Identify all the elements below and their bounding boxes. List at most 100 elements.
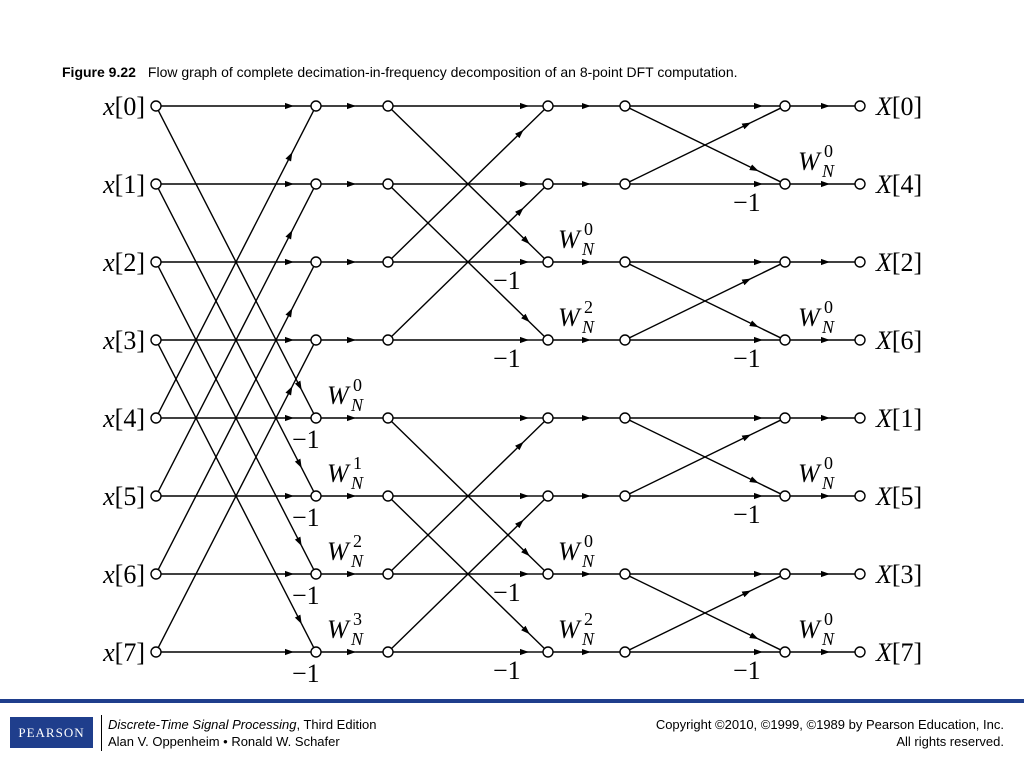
rights-text: All rights reserved. — [896, 734, 1004, 749]
stage1-twiddle-1-sub: N — [350, 473, 364, 493]
figure-label: Figure 9.22 — [62, 64, 136, 80]
stage1-down-3 — [157, 344, 302, 625]
stage1-twiddle-2-sub: N — [350, 551, 364, 571]
node-c6-r7 — [854, 646, 866, 658]
node-c2-r7 — [382, 646, 394, 658]
stage2-neg-one-3: −1 — [493, 656, 521, 685]
stage2-twiddle-0-exp: 0 — [584, 219, 593, 239]
stage1-twiddle-2-base: W — [327, 537, 351, 566]
node-c3-r1 — [542, 178, 554, 190]
stage3-neg-one-0: −1 — [733, 188, 761, 217]
node-c4-r6 — [619, 568, 631, 580]
stage2-up-3-tail — [522, 186, 545, 209]
stage1-down-0-tail — [300, 388, 315, 414]
node-c2-r3 — [382, 334, 394, 346]
node-c2-r6 — [382, 568, 394, 580]
node-c1-r4 — [310, 412, 322, 424]
figure-caption: Figure 9.22 Flow graph of complete decima… — [62, 64, 738, 80]
stage3-twiddle-0-exp: 0 — [824, 141, 833, 161]
stage2-down-1 — [391, 186, 530, 323]
stage2-up-6-tail — [522, 420, 545, 443]
flow-labels: x[0]x[1]x[2]x[3]x[4]x[5]x[6]x[7]X[0]X[4]… — [102, 92, 922, 688]
stage3-down-6-tail — [757, 638, 781, 651]
stage2-neg-one-2: −1 — [493, 578, 521, 607]
node-c0-r4 — [150, 412, 162, 424]
stage3-up-5-tail — [749, 419, 781, 436]
stage2-twiddle-1-sub: N — [581, 317, 595, 337]
book-title: Discrete-Time Signal Processing — [108, 717, 297, 732]
stage2-twiddle-3-base: W — [558, 615, 582, 644]
node-c5-r0 — [779, 100, 791, 112]
output-label-2: X[2] — [875, 248, 922, 277]
caption-text: Flow graph of complete decimation-in-fre… — [147, 64, 738, 80]
node-c2-r2 — [382, 256, 394, 268]
stage1-twiddle-3-base: W — [327, 615, 351, 644]
stage2-down-5-tail — [528, 633, 545, 650]
stage2-down-1-tail — [528, 321, 545, 338]
node-c2-r0 — [382, 100, 394, 112]
stage3-twiddle-2-sub: N — [821, 473, 835, 493]
stage2-twiddle-0-base: W — [558, 225, 582, 254]
stage2-up-2-tail — [522, 108, 545, 131]
stage1-twiddle-1-base: W — [327, 459, 351, 488]
book-info: Discrete-Time Signal Processing, Third E… — [108, 716, 376, 750]
output-label-1: X[4] — [875, 170, 922, 199]
node-c6-r3 — [854, 334, 866, 346]
stage1-neg-one-2: −1 — [292, 581, 320, 610]
node-c6-r5 — [854, 490, 866, 502]
stage1-neg-one-3: −1 — [292, 659, 320, 688]
node-c1-r1 — [310, 178, 322, 190]
stage3-down-4-tail — [757, 482, 781, 495]
stage3-up-7 — [629, 590, 752, 651]
node-c1-r6 — [310, 568, 322, 580]
stage3-down-0 — [629, 107, 759, 172]
stage3-twiddle-3-sub: N — [821, 629, 835, 649]
stage1-down-1 — [157, 188, 302, 469]
stage3-twiddle-1-base: W — [798, 303, 822, 332]
node-c4-r7 — [619, 646, 631, 658]
stage1-up-1 — [157, 230, 293, 492]
node-c0-r0 — [150, 100, 162, 112]
stage1-up-0 — [157, 152, 293, 414]
node-c4-r0 — [619, 100, 631, 112]
book-authors: Alan V. Oppenheim • Ronald W. Schafer — [108, 734, 340, 749]
stage3-neg-one-3: −1 — [733, 656, 761, 685]
stage3-down-2 — [629, 263, 759, 328]
input-label-7: x[7] — [102, 638, 145, 667]
stage1-twiddle-0-exp: 0 — [353, 375, 362, 395]
stage2-twiddle-0-sub: N — [581, 239, 595, 259]
stage3-down-2-tail — [757, 326, 781, 339]
stage1-down-0 — [157, 110, 302, 391]
node-c4-r3 — [619, 334, 631, 346]
stage3-twiddle-0-sub: N — [821, 161, 835, 181]
stage3-down-0-tail — [757, 170, 781, 183]
stage1-up-0-tail — [291, 110, 315, 154]
node-c4-r1 — [619, 178, 631, 190]
stage2-twiddle-2-exp: 0 — [584, 531, 593, 551]
node-c0-r1 — [150, 178, 162, 190]
stage1-up-2 — [157, 308, 293, 570]
stage1-twiddle-2-exp: 2 — [353, 531, 362, 551]
node-c4-r4 — [619, 412, 631, 424]
output-label-5: X[5] — [875, 482, 922, 511]
node-c5-r1 — [779, 178, 791, 190]
node-c1-r5 — [310, 490, 322, 502]
stage1-down-3-tail — [300, 622, 315, 648]
node-c5-r7 — [779, 646, 791, 658]
stage2-up-2 — [391, 129, 524, 260]
stage3-twiddle-1-sub: N — [821, 317, 835, 337]
stage1-neg-one-0: −1 — [292, 425, 320, 454]
stage3-up-7-tail — [749, 575, 781, 592]
stage3-neg-one-2: −1 — [733, 500, 761, 529]
input-label-3: x[3] — [102, 326, 145, 355]
input-label-0: x[0] — [102, 92, 145, 121]
node-c3-r2 — [542, 256, 554, 268]
stage2-twiddle-3-exp: 2 — [584, 609, 593, 629]
stage2-down-5 — [391, 498, 530, 635]
stage2-twiddle-1-exp: 2 — [584, 297, 593, 317]
node-c6-r1 — [854, 178, 866, 190]
node-c0-r5 — [150, 490, 162, 502]
node-c3-r3 — [542, 334, 554, 346]
stage1-twiddle-0-sub: N — [350, 395, 364, 415]
stage1-neg-one-1: −1 — [292, 503, 320, 532]
